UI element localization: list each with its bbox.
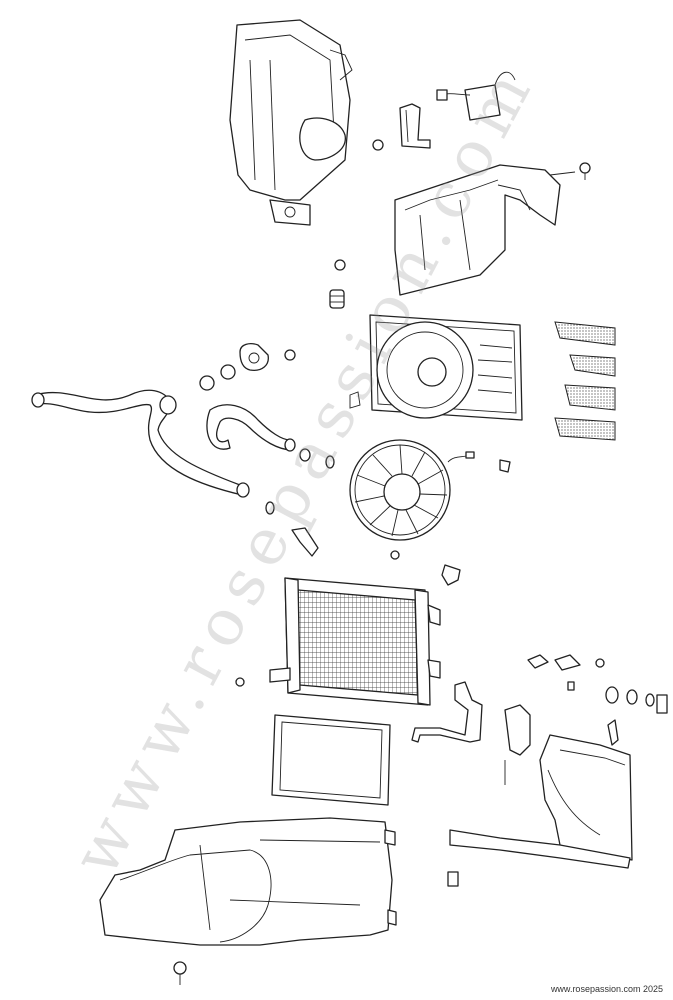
- screw-bottom: [173, 961, 187, 985]
- radiator: [269, 577, 441, 706]
- bolt-1: [284, 349, 296, 361]
- coolant-hose-main: [31, 389, 250, 498]
- small-clips-right: [527, 654, 605, 691]
- underbody-panel: [99, 817, 397, 946]
- hose-fitting: [291, 527, 319, 557]
- clip-3: [499, 459, 511, 473]
- clip-1: [372, 139, 384, 151]
- clip-5: [447, 871, 459, 887]
- foam-pads: [554, 321, 616, 441]
- bracket-middle: [411, 681, 483, 743]
- copyright-text: www.rosepassion.com 2025: [550, 984, 663, 994]
- clip-4: [441, 564, 461, 586]
- fan-shroud: [349, 314, 523, 421]
- radiator-frame: [271, 714, 391, 806]
- clip-2: [334, 259, 346, 271]
- flange-gasket: [239, 343, 269, 371]
- lower-trim-bar: [449, 829, 631, 869]
- air-deflector-right: [539, 719, 633, 861]
- sensor-with-cable: [436, 71, 516, 121]
- nut-1: [390, 550, 400, 560]
- coolant-hose-short: [206, 404, 296, 452]
- hose-clips: [265, 448, 335, 515]
- o-ring-1: [220, 364, 236, 380]
- screw-duct: [549, 162, 591, 180]
- mounting-bracket-top: [399, 103, 431, 149]
- air-duct-upper: [394, 164, 561, 296]
- radiator-fan: [349, 439, 475, 541]
- bolt-2: [235, 677, 245, 687]
- o-ring-2: [199, 375, 215, 391]
- bracket-vertical: [504, 704, 531, 785]
- grommets-row: [605, 686, 668, 714]
- heater-housing: [229, 19, 353, 226]
- spring-grommet: [329, 289, 345, 309]
